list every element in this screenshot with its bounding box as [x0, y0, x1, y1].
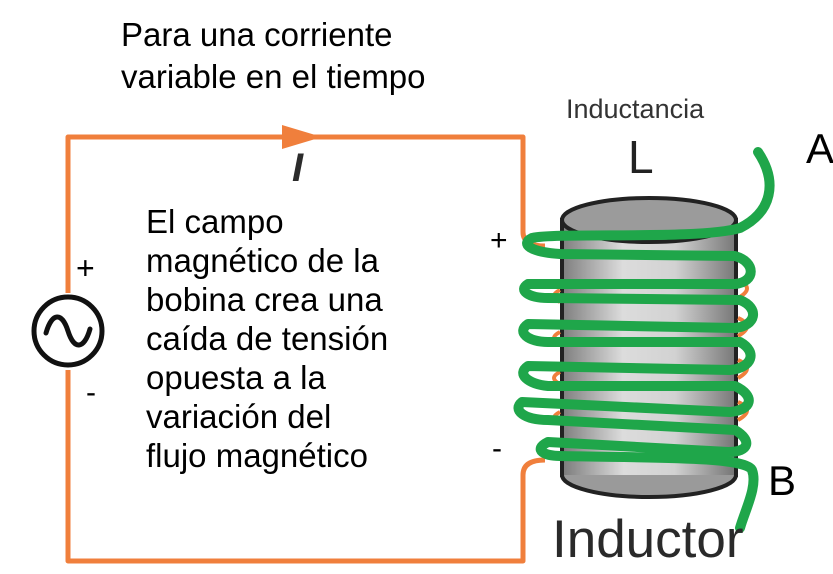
caption-line-1: Para una corriente — [121, 16, 393, 53]
coil-end-a-label: A — [806, 125, 833, 172]
caption-line-2: variable en el tiempo — [121, 58, 426, 95]
current-arrow-icon — [282, 125, 322, 149]
description-line: El campo — [146, 203, 284, 240]
green-coil-winding — [513, 147, 775, 533]
coil-minus-label: - — [492, 432, 502, 465]
coil-end-b-label: B — [768, 457, 797, 504]
ac-source-icon — [31, 294, 105, 368]
description-line: opuesta a la — [146, 359, 326, 396]
current-label: I — [292, 146, 304, 190]
coil-plus-label: + — [490, 224, 508, 257]
description-line: magnético de la — [146, 242, 379, 279]
description-line: bobina crea una — [146, 281, 383, 318]
source-plus-label: + — [76, 250, 95, 286]
inductance-label: Inductancia — [566, 94, 705, 124]
inductor-title: Inductor — [552, 510, 744, 569]
description-line: caída de tensión — [146, 320, 389, 357]
source-minus-label: - — [86, 376, 96, 409]
caption: Para una corriente variable en el tiempo — [121, 14, 426, 98]
circuit-wire-bottom — [65, 370, 546, 564]
description-text: El campo magnético de la bobina crea una… — [146, 202, 388, 475]
inductance-symbol: L — [628, 131, 654, 183]
description-line: variación del — [146, 398, 332, 435]
description-line: flujo magnético — [146, 437, 368, 474]
